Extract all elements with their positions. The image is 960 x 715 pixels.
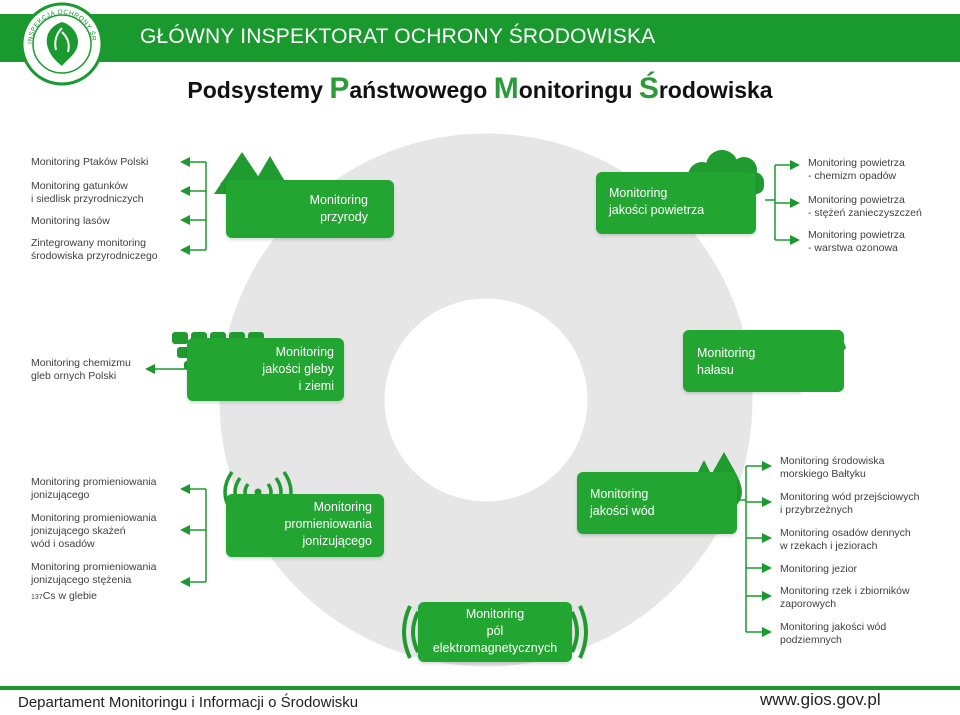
page-title: Podsystemy Państwowego Monitoringu Środo…	[0, 72, 960, 106]
module-label: Monitoring	[609, 186, 668, 200]
list-item: gleb ornych Polski	[31, 370, 117, 382]
header-title: GŁÓWNY INSPEKTORAT OCHRONY ŚRODOWISKA	[140, 25, 656, 48]
list-item: Monitoring jezior	[780, 563, 858, 575]
title-part: Podsystemy	[187, 77, 330, 103]
title-cap: M	[493, 72, 519, 105]
list-item: Zintegrowany monitoring	[31, 237, 146, 249]
module-label: Monitoring	[309, 193, 368, 207]
title-part: rodowiska	[658, 77, 773, 103]
header-bar	[0, 14, 960, 62]
list-item: Monitoring powietrza	[808, 157, 905, 169]
list-item: Monitoring Ptaków Polski	[31, 156, 149, 168]
list-item: jonizującego	[31, 489, 90, 501]
module-promieniowania[interactable]: Monitoring promieniowania jonizującego	[226, 494, 384, 557]
list-item: Monitoring powietrza	[808, 194, 905, 206]
list-item: jonizującego stężenia	[31, 574, 132, 586]
list-item: 137Cs w glebie	[31, 590, 97, 604]
title-part: aństwowego	[349, 77, 494, 103]
list-item: Monitoring rzek i zbiorników	[780, 585, 910, 597]
module-powietrza[interactable]: Monitoring jakości powietrza	[596, 172, 756, 234]
module-label: jakości gleby	[262, 362, 334, 376]
module-label: jakości powietrza	[609, 203, 705, 217]
list-item: Monitoring gatunków	[31, 180, 128, 192]
list-item: - chemizm opadów	[808, 170, 897, 182]
module-label: Monitoring	[313, 500, 372, 514]
module-label: jakości wód	[590, 504, 655, 518]
list-item: jonizującego skażeń	[31, 525, 126, 537]
list-item: wód i osadów	[31, 538, 95, 550]
module-gleby[interactable]: Monitoring jakości gleby i ziemi	[187, 338, 344, 401]
list-item: i przybrzeżnych	[780, 504, 853, 516]
module-halasu[interactable]: Monitoring hałasu	[683, 330, 801, 392]
list-item: podziemnych	[780, 634, 842, 646]
list-item: Monitoring osadów dennych	[780, 527, 911, 539]
module-label: Monitoring	[465, 607, 525, 621]
list-item: Monitoring środowiska	[780, 455, 885, 467]
module-label: Monitoring	[590, 487, 649, 501]
module-halasu-extension	[798, 330, 844, 392]
list-item: i siedlisk przyrodniczych	[31, 193, 144, 205]
module-label: Monitoring	[275, 345, 334, 359]
list-item: Monitoring jakości wód	[780, 621, 887, 633]
module-pol[interactable]: Monitoring pól elektromagnetycznych	[418, 602, 572, 662]
module-przyrody[interactable]: Monitoring przyrody	[226, 180, 394, 238]
list-item: morskiego Bałtyku	[780, 468, 866, 480]
list-item: środowiska przyrodniczego	[31, 250, 158, 262]
module-label: pól	[486, 624, 504, 638]
isotope-text: Cs w glebie	[42, 590, 97, 602]
module-label: elektromagnetycznych	[432, 641, 558, 655]
footer-department: Departament Monitoringu i Informacji o Ś…	[18, 694, 359, 711]
module-label: i ziemi	[298, 379, 334, 393]
module-label: przyrody	[320, 210, 368, 224]
title-part: onitoringu	[518, 77, 639, 103]
list-item: - stężeń zanieczyszczeń	[808, 207, 922, 219]
list-item: Monitoring wód przejściowych	[780, 491, 920, 503]
module-label: hałasu	[697, 363, 734, 377]
list-item: Monitoring powietrza	[808, 229, 905, 241]
list-item: zaporowych	[780, 598, 837, 610]
list-item: Monitoring promieniowania	[31, 512, 157, 524]
title-cap: Ś	[638, 72, 659, 105]
list-item: - warstwa ozonowa	[808, 242, 898, 254]
module-wod[interactable]: Monitoring jakości wód	[577, 472, 737, 534]
module-label: Monitoring	[697, 346, 756, 360]
module-label: jonizującego	[302, 534, 373, 548]
list-item: w rzekach i jeziorach	[780, 540, 878, 552]
list-item: Monitoring chemizmu	[31, 357, 131, 369]
list-item: Monitoring promieniowania	[31, 476, 157, 488]
em-waves-icon	[402, 605, 588, 659]
footer-url[interactable]: www.gios.gov.pl	[760, 690, 881, 709]
list-item: Monitoring promieniowania	[31, 561, 157, 573]
module-label: promieniowania	[284, 517, 372, 531]
list-item: Monitoring lasów	[31, 215, 110, 227]
isotope-mass: 137	[31, 594, 43, 601]
footer-bar	[0, 686, 960, 690]
title-cap: P	[329, 72, 350, 105]
gios-logo: INSPEKCJA OCHRONY ŚRODOWISKA	[20, 2, 104, 86]
